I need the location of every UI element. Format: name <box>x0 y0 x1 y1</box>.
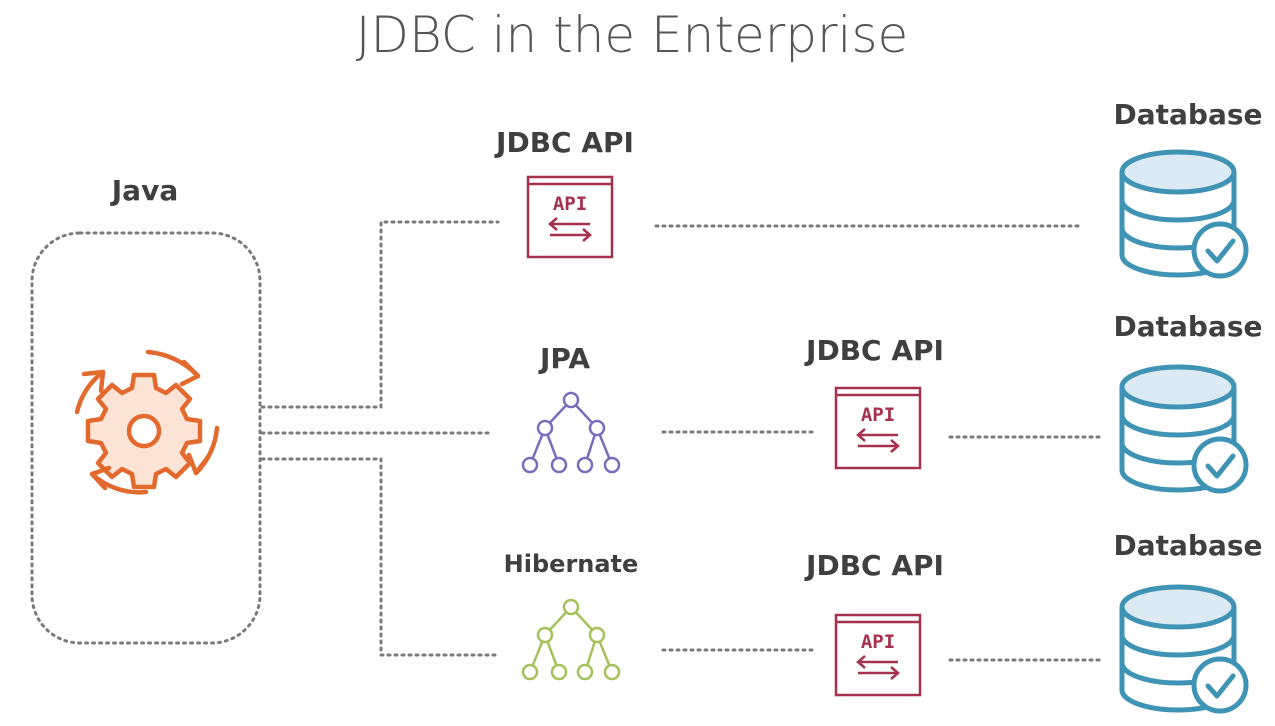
row2-database-label: Database <box>1113 310 1262 343</box>
row1-database-label: Database <box>1113 98 1262 131</box>
tree-network-icon <box>521 391 621 474</box>
connector-java-to-jdbc <box>260 220 500 409</box>
connector-java-to-hibernate <box>260 457 500 657</box>
jpa-label: JPA <box>538 342 590 375</box>
java-label: Java <box>110 174 178 207</box>
api-window-icon: API <box>526 175 614 259</box>
java-container <box>30 231 262 645</box>
api-icon-text: API <box>553 193 587 215</box>
row3-database-label: Database <box>1113 529 1262 562</box>
tree-network-icon <box>521 598 621 681</box>
database-check-icon <box>1122 367 1246 491</box>
row2-jdbc-api-label: JDBC API <box>804 334 944 367</box>
database-check-icon <box>1122 587 1246 711</box>
api-window-icon: API <box>834 386 922 470</box>
row3-jdbc-api-label: JDBC API <box>804 549 944 582</box>
api-icon-text: API <box>861 631 895 653</box>
gear-cycle-icon <box>74 349 220 495</box>
database-check-icon <box>1122 152 1246 276</box>
api-window-icon: API <box>834 613 922 697</box>
row1-jdbc-api-label: JDBC API <box>494 126 634 159</box>
hibernate-label: Hibernate <box>504 550 639 578</box>
api-icon-text: API <box>861 404 895 426</box>
page-title: JDBC in the Enterprise <box>356 6 909 64</box>
